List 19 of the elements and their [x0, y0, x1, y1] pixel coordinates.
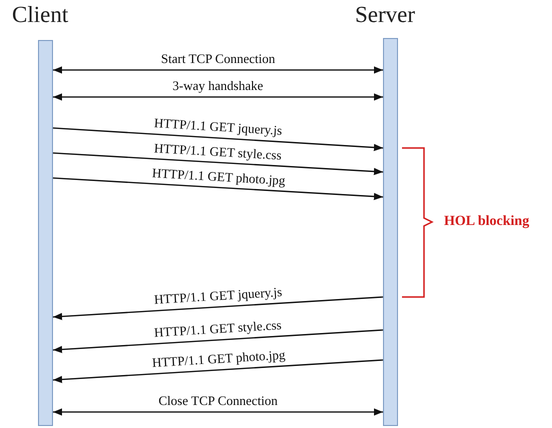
arrow — [52, 127, 384, 152]
arrow — [52, 152, 384, 176]
edge-label: HTTP/1.1 GET photo.jpg — [149, 166, 288, 188]
arrow — [52, 329, 384, 354]
edge-label: HTTP/1.1 GET jquery.js — [152, 285, 284, 307]
arrow — [52, 359, 384, 384]
edge-label: HTTP/1.1 GET style.css — [152, 140, 284, 162]
bracket-label: HOL blocking — [444, 214, 530, 230]
edge-label: 3-way handshake — [170, 79, 266, 93]
arrow — [53, 408, 383, 416]
edge-label: HTTP/1.1 GET jquery.js — [152, 116, 284, 138]
arrow — [52, 177, 384, 200]
arrow — [52, 296, 384, 320]
arrow — [53, 93, 383, 101]
edge-label: Start TCP Connection — [159, 52, 278, 66]
lifeline-heading: Client — [12, 2, 68, 28]
arrow — [53, 66, 383, 74]
lifeline-heading: Server — [355, 2, 416, 28]
edge-label: Close TCP Connection — [156, 394, 280, 408]
